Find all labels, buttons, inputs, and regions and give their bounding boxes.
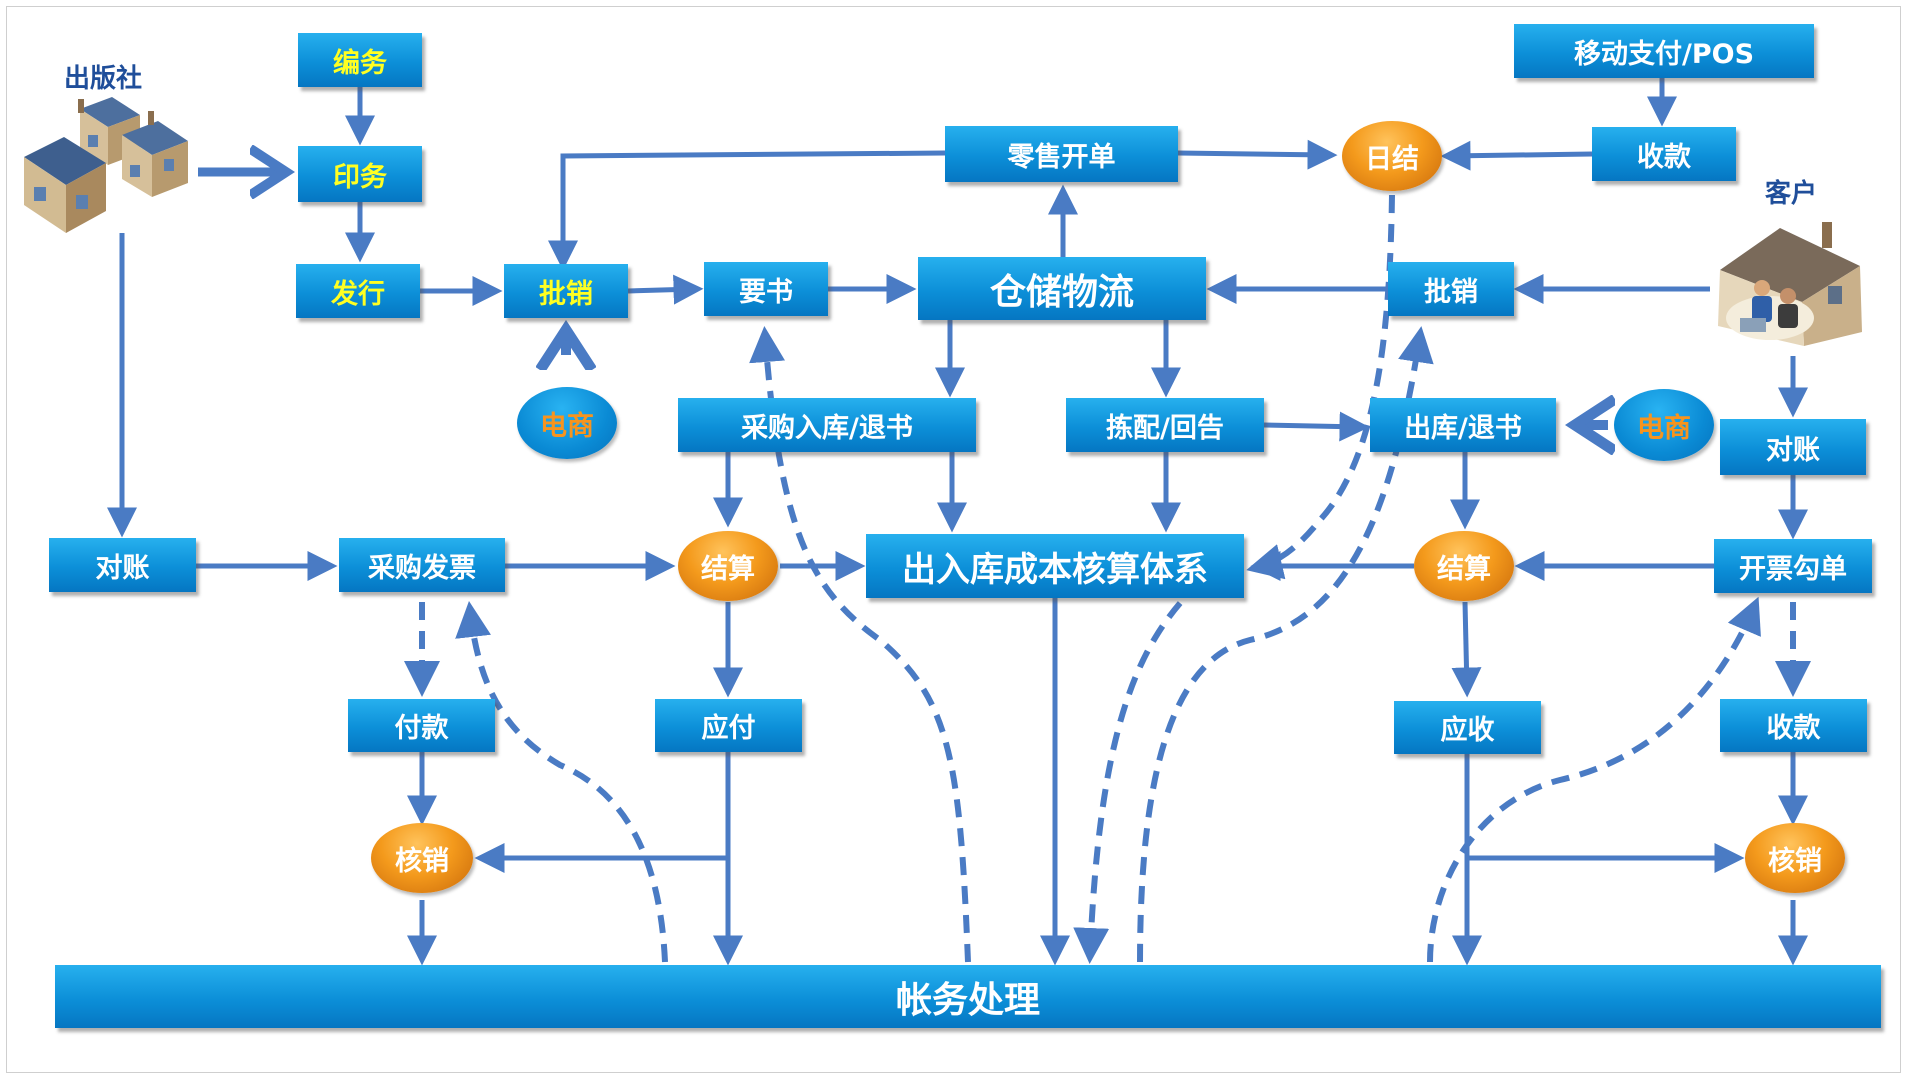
mobile-pay-node: 移动支付/POS — [1514, 24, 1814, 78]
retail-order-node: 零售开单 — [945, 126, 1178, 182]
dashed-accounting-invoice — [455, 601, 668, 963]
customer-label: 客户 — [1765, 179, 1818, 209]
settle-left-oval: 结算 — [678, 531, 778, 601]
ecommerce-right-oval: 电商 — [1614, 389, 1714, 461]
distribution-node: 发行 — [296, 264, 420, 318]
cost-system-node: 出入库成本核算体系 — [866, 534, 1244, 598]
daily-close-oval: 日结 — [1342, 121, 1442, 191]
arrow-retail-dailyclose — [1177, 139, 1338, 170]
invoice-tick-node: 开票勾单 — [1714, 539, 1872, 593]
arrow-collect-dailyclose — [1440, 140, 1593, 171]
wholesale-left-node: 批销 — [504, 264, 628, 318]
arrow-settleR-receivable — [1451, 601, 1482, 698]
slide-frame — [6, 6, 1901, 1073]
accounting-node: 帐务处理 — [55, 965, 1881, 1028]
payable-node: 应付 — [655, 699, 802, 752]
receipt-node: 收款 — [1720, 699, 1867, 752]
dashed-accounting-invoicetick — [1427, 596, 1761, 963]
payment-node: 付款 — [348, 699, 495, 752]
reconcile-left-node: 对账 — [49, 538, 196, 592]
editorial-node: 编务 — [298, 33, 422, 87]
writeoff-left-oval: 核销 — [371, 823, 473, 893]
arrow-wholesale-orderbooks — [627, 274, 704, 305]
order-books-node: 要书 — [704, 262, 828, 316]
writeoff-right-oval: 核销 — [1745, 823, 1845, 893]
dashed-dailyclose-cost — [1246, 194, 1395, 580]
wholesale-right-node: 批销 — [1388, 262, 1514, 316]
houses-icon — [24, 97, 188, 233]
receivable-node: 应收 — [1394, 701, 1541, 754]
collect-cash-node: 收款 — [1592, 127, 1736, 181]
dashed-accounting-orderbooks — [749, 326, 971, 963]
arrow-picking-outbound — [1263, 411, 1370, 442]
dashed-accounting-wholesaleR — [1137, 326, 1434, 963]
reconcile-right-node: 对账 — [1720, 419, 1866, 475]
settle-right-oval: 结算 — [1414, 531, 1514, 601]
picking-node: 拣配/回告 — [1066, 398, 1264, 452]
publisher-label: 出版社 — [64, 64, 143, 94]
dashed-cost-accounting — [1073, 579, 1203, 964]
house-with-people-icon — [1718, 222, 1862, 346]
ecommerce-left-oval: 电商 — [517, 387, 617, 459]
purchase-in-node: 采购入库/退书 — [678, 398, 976, 452]
purchase-invoice-node: 采购发票 — [339, 538, 505, 592]
outbound-node: 出库/退书 — [1370, 398, 1556, 452]
arrow-retail-wholesale — [548, 150, 946, 271]
warehouse-node: 仓储物流 — [918, 257, 1206, 320]
printing-node: 印务 — [298, 146, 422, 202]
